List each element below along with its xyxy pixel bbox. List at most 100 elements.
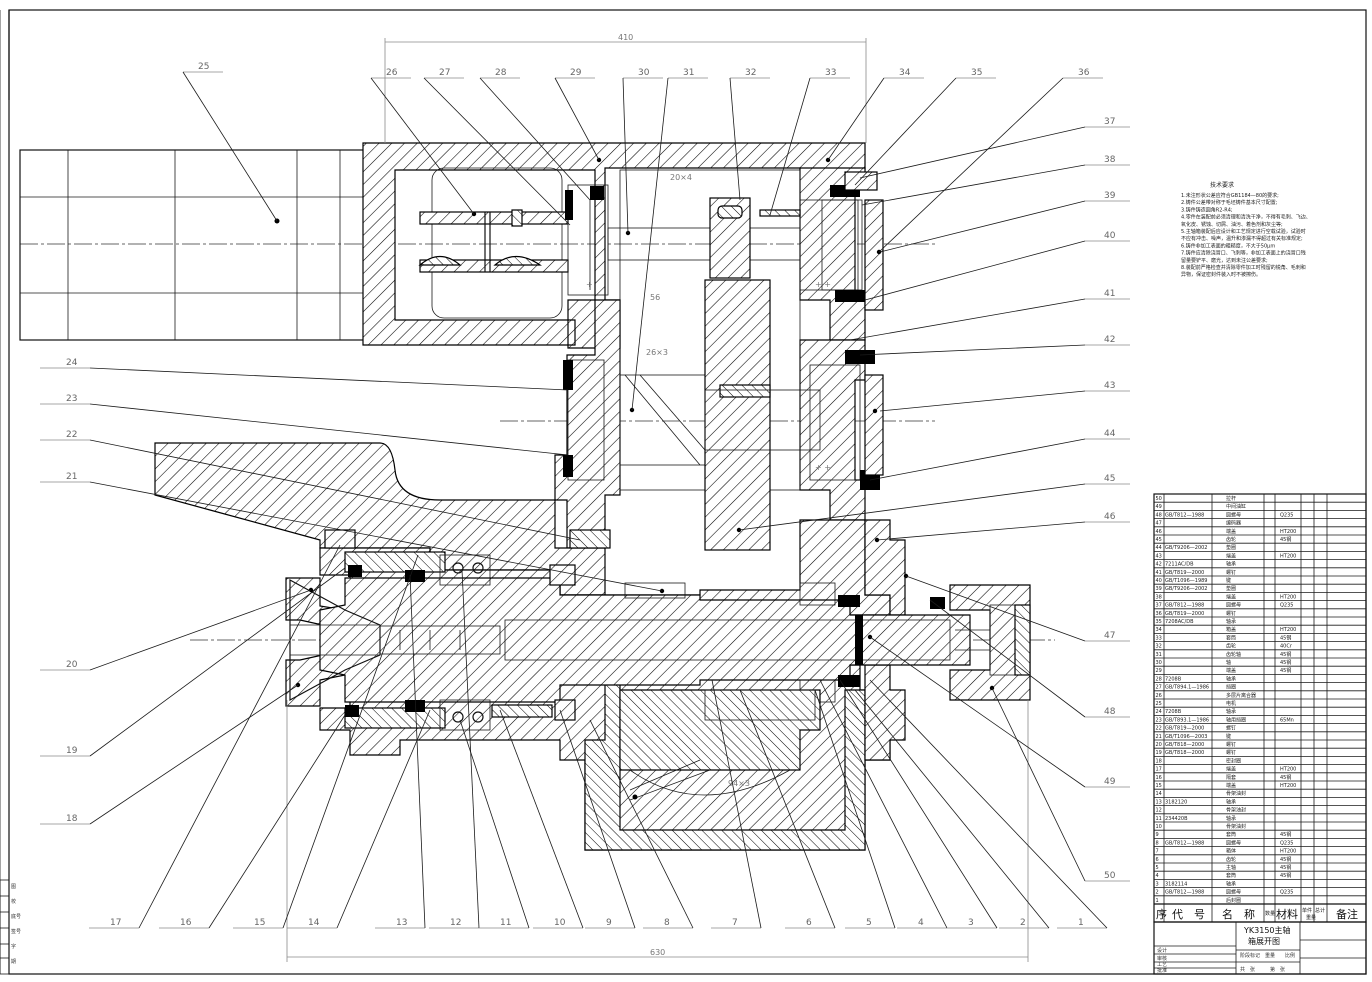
shaft-31: + + bbox=[563, 279, 884, 551]
balloon-49: 49 bbox=[869, 636, 1130, 788]
svg-text:GB/T818—2000: GB/T818—2000 bbox=[1165, 750, 1204, 756]
tb-design: 设计 bbox=[1157, 947, 1167, 954]
dimensions: 410 630 20×4 26×3 94×3 56 bbox=[286, 33, 1029, 962]
svg-text:24: 24 bbox=[66, 358, 78, 368]
svg-text:45: 45 bbox=[1104, 474, 1115, 484]
svg-text:44: 44 bbox=[1104, 429, 1116, 439]
balloon-37: 37 bbox=[859, 117, 1130, 179]
balloon-10: 10 bbox=[499, 709, 584, 929]
svg-text:41: 41 bbox=[1156, 570, 1162, 576]
svg-text:端盖: 端盖 bbox=[1226, 782, 1236, 789]
svg-text:材料: 材料 bbox=[1276, 907, 1298, 921]
balloon-41: 41 bbox=[849, 289, 1130, 341]
svg-text:6: 6 bbox=[1156, 857, 1159, 863]
bom-header: 序代 号名 称数量材料单件总计重量备注 bbox=[1154, 903, 1366, 921]
svg-text:Q235: Q235 bbox=[1280, 890, 1293, 896]
svg-text:后封圈: 后封圈 bbox=[1226, 897, 1241, 904]
svg-text:齿轮: 齿轮 bbox=[1226, 643, 1236, 650]
svg-text:4: 4 bbox=[1156, 873, 1159, 879]
svg-text:Q235: Q235 bbox=[1280, 603, 1293, 609]
svg-text:12: 12 bbox=[450, 918, 461, 928]
dim-gear3: 94×3 bbox=[728, 779, 750, 788]
svg-text:齿轮: 齿轮 bbox=[1226, 856, 1236, 863]
balloon-36: 36 bbox=[878, 68, 1103, 253]
svg-text:轴承: 轴承 bbox=[1226, 798, 1236, 805]
svg-text:45钢: 45钢 bbox=[1280, 872, 1291, 879]
svg-text:端盖: 端盖 bbox=[1226, 766, 1236, 773]
svg-text:密封圈: 密封圈 bbox=[1226, 757, 1241, 764]
balloon-47: 47 bbox=[905, 575, 1130, 642]
svg-text:39: 39 bbox=[1104, 191, 1116, 201]
svg-text:端盖: 端盖 bbox=[1226, 667, 1236, 674]
svg-text:15: 15 bbox=[1156, 783, 1162, 789]
svg-text:21: 21 bbox=[66, 472, 77, 482]
note-line: 氧化皮、锈蚀、切屑、油污、着色剂和灰尘等; bbox=[1181, 221, 1283, 228]
svg-text:序: 序 bbox=[1156, 907, 1167, 921]
svg-text:10: 10 bbox=[554, 918, 566, 928]
encoder bbox=[955, 604, 1031, 676]
note-line: 2.铸件公差带对称于毛坯铸件基本尺寸配置; bbox=[1181, 199, 1278, 206]
svg-text:2: 2 bbox=[1156, 890, 1159, 896]
svg-text:8: 8 bbox=[1156, 840, 1159, 846]
margin-label: 期 bbox=[11, 959, 16, 965]
svg-text:45钢: 45钢 bbox=[1280, 536, 1291, 543]
balloon-7: 7 bbox=[711, 679, 762, 929]
svg-text:8: 8 bbox=[664, 918, 670, 928]
svg-text:27: 27 bbox=[439, 68, 450, 78]
svg-text:43: 43 bbox=[1104, 381, 1115, 391]
svg-text:中间油缸: 中间油缸 bbox=[1226, 503, 1246, 510]
svg-text:7: 7 bbox=[1156, 849, 1159, 855]
svg-text:1: 1 bbox=[1078, 918, 1084, 928]
dim-mod: 56 bbox=[650, 293, 660, 302]
svg-text:3182120: 3182120 bbox=[1165, 799, 1187, 805]
svg-text:18: 18 bbox=[66, 814, 78, 824]
svg-text:圆螺母: 圆螺母 bbox=[1226, 889, 1241, 896]
svg-text:GB/T812—1988: GB/T812—1988 bbox=[1165, 603, 1204, 609]
svg-text:+ +: + + bbox=[815, 280, 831, 289]
balloon-25: 25 bbox=[182, 62, 278, 222]
svg-text:34: 34 bbox=[1156, 627, 1162, 633]
balloon-16: 16 bbox=[159, 714, 346, 929]
svg-text:端盖: 端盖 bbox=[1226, 593, 1236, 600]
svg-text:49: 49 bbox=[1104, 777, 1116, 787]
balloon-9: 9 bbox=[559, 709, 636, 929]
shaft-30: + + + bbox=[565, 171, 884, 311]
margin-label: 图 bbox=[11, 884, 16, 890]
svg-text:圆螺母: 圆螺母 bbox=[1226, 511, 1241, 518]
note-line: 6.铸件非加工表面的粗糙度，不大于50μm bbox=[1181, 242, 1275, 249]
svg-text:拉杆: 拉杆 bbox=[1226, 495, 1236, 502]
svg-text:HT200: HT200 bbox=[1280, 594, 1296, 600]
svg-text:35: 35 bbox=[1156, 619, 1162, 625]
balloon-1: 1 bbox=[869, 679, 1108, 929]
svg-text:24: 24 bbox=[1156, 709, 1162, 715]
svg-text:HT200: HT200 bbox=[1280, 627, 1296, 633]
svg-text:HT200: HT200 bbox=[1280, 529, 1296, 535]
balloon-19: 19 bbox=[40, 567, 346, 757]
svg-text:34: 34 bbox=[899, 68, 911, 78]
svg-text:22: 22 bbox=[66, 430, 77, 440]
svg-text:备注: 备注 bbox=[1336, 907, 1358, 921]
balloon-32: 32 bbox=[729, 68, 770, 201]
svg-text:20: 20 bbox=[66, 660, 78, 670]
svg-text:37: 37 bbox=[1104, 117, 1115, 127]
balloon-39: 39 bbox=[879, 191, 1130, 253]
svg-text:GB/T818—2000: GB/T818—2000 bbox=[1165, 742, 1204, 748]
svg-text:11: 11 bbox=[500, 918, 511, 928]
